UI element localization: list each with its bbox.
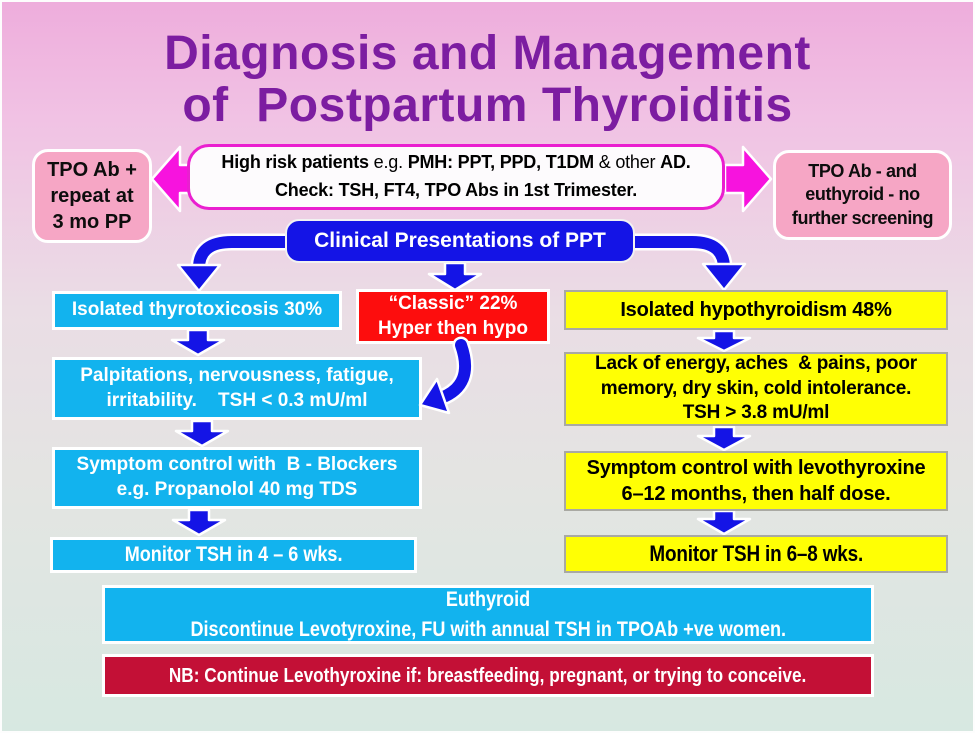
monitor-tsh-left-box: Monitor TSH in 4 – 6 wks. <box>50 537 417 573</box>
monitor-tsh-left-label: Monitor TSH in 4 – 6 wks. <box>124 543 343 567</box>
levothyroxine-control-box: Symptom control with levothyroxine 6–12 … <box>564 451 948 511</box>
curved-arrow-classic-to-palpitations <box>418 336 474 415</box>
down-arrow-right-1 <box>696 329 752 353</box>
elbow-arrow-left <box>176 233 288 293</box>
thyrotoxicosis-symptoms-box: Palpitations, nervousness, fatigue, irri… <box>52 357 422 420</box>
bblocker-control-line2: e.g. Propanolol 40 mg TDS <box>116 479 358 500</box>
hypothyroidism-symptoms-box: Lack of energy, aches & pains, poor memo… <box>564 352 948 426</box>
classic-box: “Classic” 22% Hyper then hypo <box>356 289 550 344</box>
bblocker-control-box: Symptom control with B - Blockers e.g. P… <box>52 447 422 509</box>
classic-line2: Hyper then hypo <box>378 317 528 339</box>
curved-arrow-outline <box>432 336 474 407</box>
elbow-arrow-right-shaft <box>634 236 730 270</box>
down-arrow-center <box>427 261 483 292</box>
thyrotoxicosis-symptoms-line1: Palpitations, nervousness, fatigue, <box>80 364 394 386</box>
tpo-negative-line1: TPO Ab - and <box>808 160 917 181</box>
monitor-tsh-right-label: Monitor TSH in 6–8 wks. <box>649 540 863 566</box>
high-risk-seg-reg-2: & other <box>598 152 661 173</box>
page-title: Diagnosis and Management of Postpartum T… <box>2 28 973 132</box>
down-arrow-right-3 <box>696 509 752 536</box>
tpo-positive-box: TPO Ab + repeat at 3 mo PP <box>32 149 152 243</box>
magenta-left-arrow-shape <box>150 145 192 213</box>
tpo-negative-line3: further screening <box>791 207 934 228</box>
tpo-positive-line1: TPO Ab + <box>47 159 137 181</box>
high-risk-seg-bold-1: High risk patients <box>221 152 374 173</box>
hypothyroidism-symptoms-line3: TSH > 3.8 mU/ml <box>682 402 830 424</box>
high-risk-seg-bold-2: PMH: PPT, PPD, T1DM <box>407 152 599 173</box>
down-arrow-right-2 <box>696 425 752 452</box>
high-risk-seg-reg-1: e.g. <box>373 152 408 173</box>
elbow-arrow-left-outline <box>190 233 288 270</box>
page-title-line2: of Postpartum Thyroiditis <box>182 78 793 132</box>
magenta-left-arrow <box>150 145 192 213</box>
hypothyroidism-symptoms-line1: Lack of energy, aches & pains, poor <box>595 352 917 374</box>
tpo-negative-line2: euthyroid - no <box>805 184 920 205</box>
down-arrow-left-1 <box>170 328 226 357</box>
isolated-hypothyroidism-label: Isolated hypothyroidism 48% <box>620 299 892 321</box>
isolated-thyrotoxicosis-box: Isolated thyrotoxicosis 30% <box>52 291 342 330</box>
elbow-arrow-left-shaft <box>193 236 288 270</box>
elbow-arrow-right-outline <box>634 233 733 270</box>
nb-continue-box: NB: Continue Levothyroxine if: breastfee… <box>102 654 874 697</box>
page-title-line1: Diagnosis and Management <box>164 27 811 80</box>
high-risk-seg-bold-3: AD. <box>660 152 691 173</box>
hypothyroidism-symptoms-line2: memory, dry skin, cold intolerance. <box>600 377 912 399</box>
thyrotoxicosis-symptoms-line2: irritability. TSH < 0.3 mU/ml <box>106 389 368 411</box>
high-risk-screening-box: High risk patients e.g. PMH: PPT, PPD, T… <box>187 144 725 210</box>
euthyroid-line1: Euthyroid <box>445 588 531 612</box>
isolated-hypothyroidism-box: Isolated hypothyroidism 48% <box>564 290 948 330</box>
curved-arrow-head <box>418 377 451 415</box>
high-risk-line1: High risk patients e.g. PMH: PPT, PPD, T… <box>221 149 690 177</box>
clinical-presentations-label: Clinical Presentations of PPT <box>314 229 606 253</box>
tpo-positive-line2: repeat at <box>50 185 134 207</box>
levothyroxine-control-line2: 6–12 months, then half dose. <box>621 483 891 505</box>
elbow-arrow-right-head <box>701 262 747 292</box>
euthyroid-line2: Discontinue Levotyroxine, FU with annual… <box>190 617 786 641</box>
monitor-tsh-right-box: Monitor TSH in 6–8 wks. <box>564 535 948 573</box>
high-risk-line2: Check: TSH, FT4, TPO Abs in 1st Trimeste… <box>274 180 638 200</box>
levothyroxine-control-line1: Symptom control with levothyroxine <box>586 457 926 479</box>
tpo-negative-box: TPO Ab - and euthyroid - no further scre… <box>773 150 952 240</box>
elbow-arrow-right <box>634 233 747 292</box>
classic-line1: “Classic” 22% <box>388 292 518 314</box>
magenta-right-arrow <box>723 145 773 213</box>
bblocker-control-line1: Symptom control with B - Blockers <box>76 454 398 476</box>
down-arrow-left-3 <box>171 508 227 537</box>
clinical-presentations-box: Clinical Presentations of PPT <box>285 219 635 263</box>
isolated-thyrotoxicosis-label: Isolated thyrotoxicosis 30% <box>71 299 323 321</box>
nb-continue-label: NB: Continue Levothyroxine if: breastfee… <box>169 664 807 687</box>
magenta-right-arrow-shape <box>723 145 773 213</box>
euthyroid-box: Euthyroid Discontinue Levotyroxine, FU w… <box>102 585 874 644</box>
tpo-positive-line3: 3 mo PP <box>52 211 132 233</box>
down-arrow-left-2 <box>174 419 230 448</box>
elbow-arrow-left-head <box>176 263 222 293</box>
curved-arrow-shaft <box>435 339 471 404</box>
